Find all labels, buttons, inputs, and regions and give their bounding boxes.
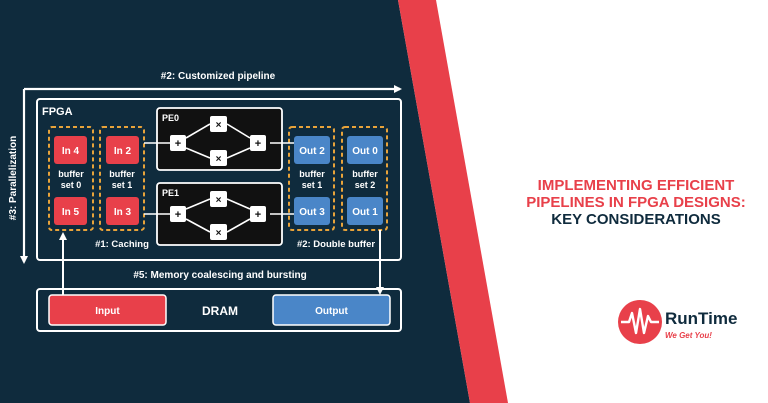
input-cell	[106, 197, 139, 225]
input-cell	[54, 136, 87, 164]
op-symbol: +	[255, 138, 261, 150]
buffer-label: buffer	[109, 169, 135, 179]
input-cell	[54, 197, 87, 225]
customized-pipeline-label: #2: Customized pipeline	[161, 71, 276, 82]
pe1-mul-op-bottom	[210, 224, 227, 240]
pe0-box	[156, 107, 283, 171]
pe1-add-op-out	[250, 206, 266, 222]
op-symbol: ×	[216, 154, 222, 165]
input-cell-label: In 4	[62, 146, 80, 157]
buffer-label: buffer	[299, 169, 325, 179]
buffer-label: set 2	[355, 180, 376, 190]
input-cell-label: In 5	[62, 207, 80, 218]
pe0-mul-op-bottom	[210, 150, 227, 166]
input-cell	[106, 136, 139, 164]
memory-coalescing-label: #5: Memory coalescing and bursting	[133, 270, 306, 281]
logo-brand-name: RunTime	[665, 309, 737, 328]
output-cell	[347, 136, 383, 164]
output-cell	[347, 197, 383, 225]
output-cell	[294, 197, 330, 225]
parallelization-label: #3: Parallelization	[8, 136, 19, 220]
pe1-add-op	[170, 206, 186, 222]
fpga-box	[36, 98, 402, 261]
input-cell-label: In 3	[114, 207, 132, 218]
buffer-label: set 0	[61, 180, 82, 190]
op-symbol: +	[175, 209, 181, 221]
buffer-set-2-box	[341, 126, 388, 231]
dram-box	[36, 288, 402, 332]
headline-line-3: KEY CONSIDERATIONS	[551, 211, 720, 228]
logo-circle	[618, 300, 662, 344]
dram-input-label: Input	[95, 306, 120, 317]
buffer-label: buffer	[58, 169, 84, 179]
buffer-set-1-input-box	[99, 126, 145, 231]
fpga-label: FPGA	[42, 106, 73, 118]
pe1-label: PE1	[162, 188, 179, 198]
pulse-wave-icon	[621, 307, 659, 335]
buffer-label: set 1	[112, 180, 133, 190]
op-symbol: ×	[216, 120, 222, 131]
runtime-logo: RunTime We Get You!	[618, 300, 737, 344]
input-cell-label: In 2	[114, 146, 132, 157]
output-cell-label: Out 0	[352, 146, 378, 157]
headline-line-1: IMPLEMENTING EFFICIENT	[538, 177, 735, 194]
output-cell-label: Out 2	[299, 146, 325, 157]
buffer-label: buffer	[352, 169, 378, 179]
op-symbol: ×	[216, 195, 222, 206]
output-cell	[294, 136, 330, 164]
pe0-dataflow-edges	[144, 123, 294, 159]
double-buffer-label: #2: Double buffer	[297, 239, 375, 250]
dram-label: DRAM	[202, 304, 238, 318]
red-diagonal-stripe	[398, 0, 508, 403]
op-symbol: ×	[216, 228, 222, 239]
pe1-mul-op-top	[210, 191, 227, 207]
pe0-label: PE0	[162, 113, 179, 123]
headline-line-2: PIPELINES IN FPGA DESIGNS:	[526, 194, 745, 211]
dram-input-block	[48, 294, 167, 326]
caching-label: #1: Caching	[95, 239, 149, 250]
op-symbol: +	[255, 209, 261, 221]
output-cell-label: Out 3	[299, 207, 325, 218]
output-cell-label: Out 1	[352, 207, 378, 218]
buffer-set-0-box	[48, 126, 94, 231]
op-symbol: +	[175, 138, 181, 150]
dram-output-block	[272, 294, 391, 326]
dram-output-label: Output	[315, 306, 348, 317]
pe0-add-op-out	[250, 135, 266, 151]
pe0-mul-op-top	[210, 116, 227, 132]
pe0-add-op	[170, 135, 186, 151]
buffer-set-1-output-box	[288, 126, 335, 231]
buffer-label: set 1	[302, 180, 323, 190]
logo-tagline: We Get You!	[665, 331, 712, 340]
pe1-dataflow-edges	[144, 198, 294, 233]
